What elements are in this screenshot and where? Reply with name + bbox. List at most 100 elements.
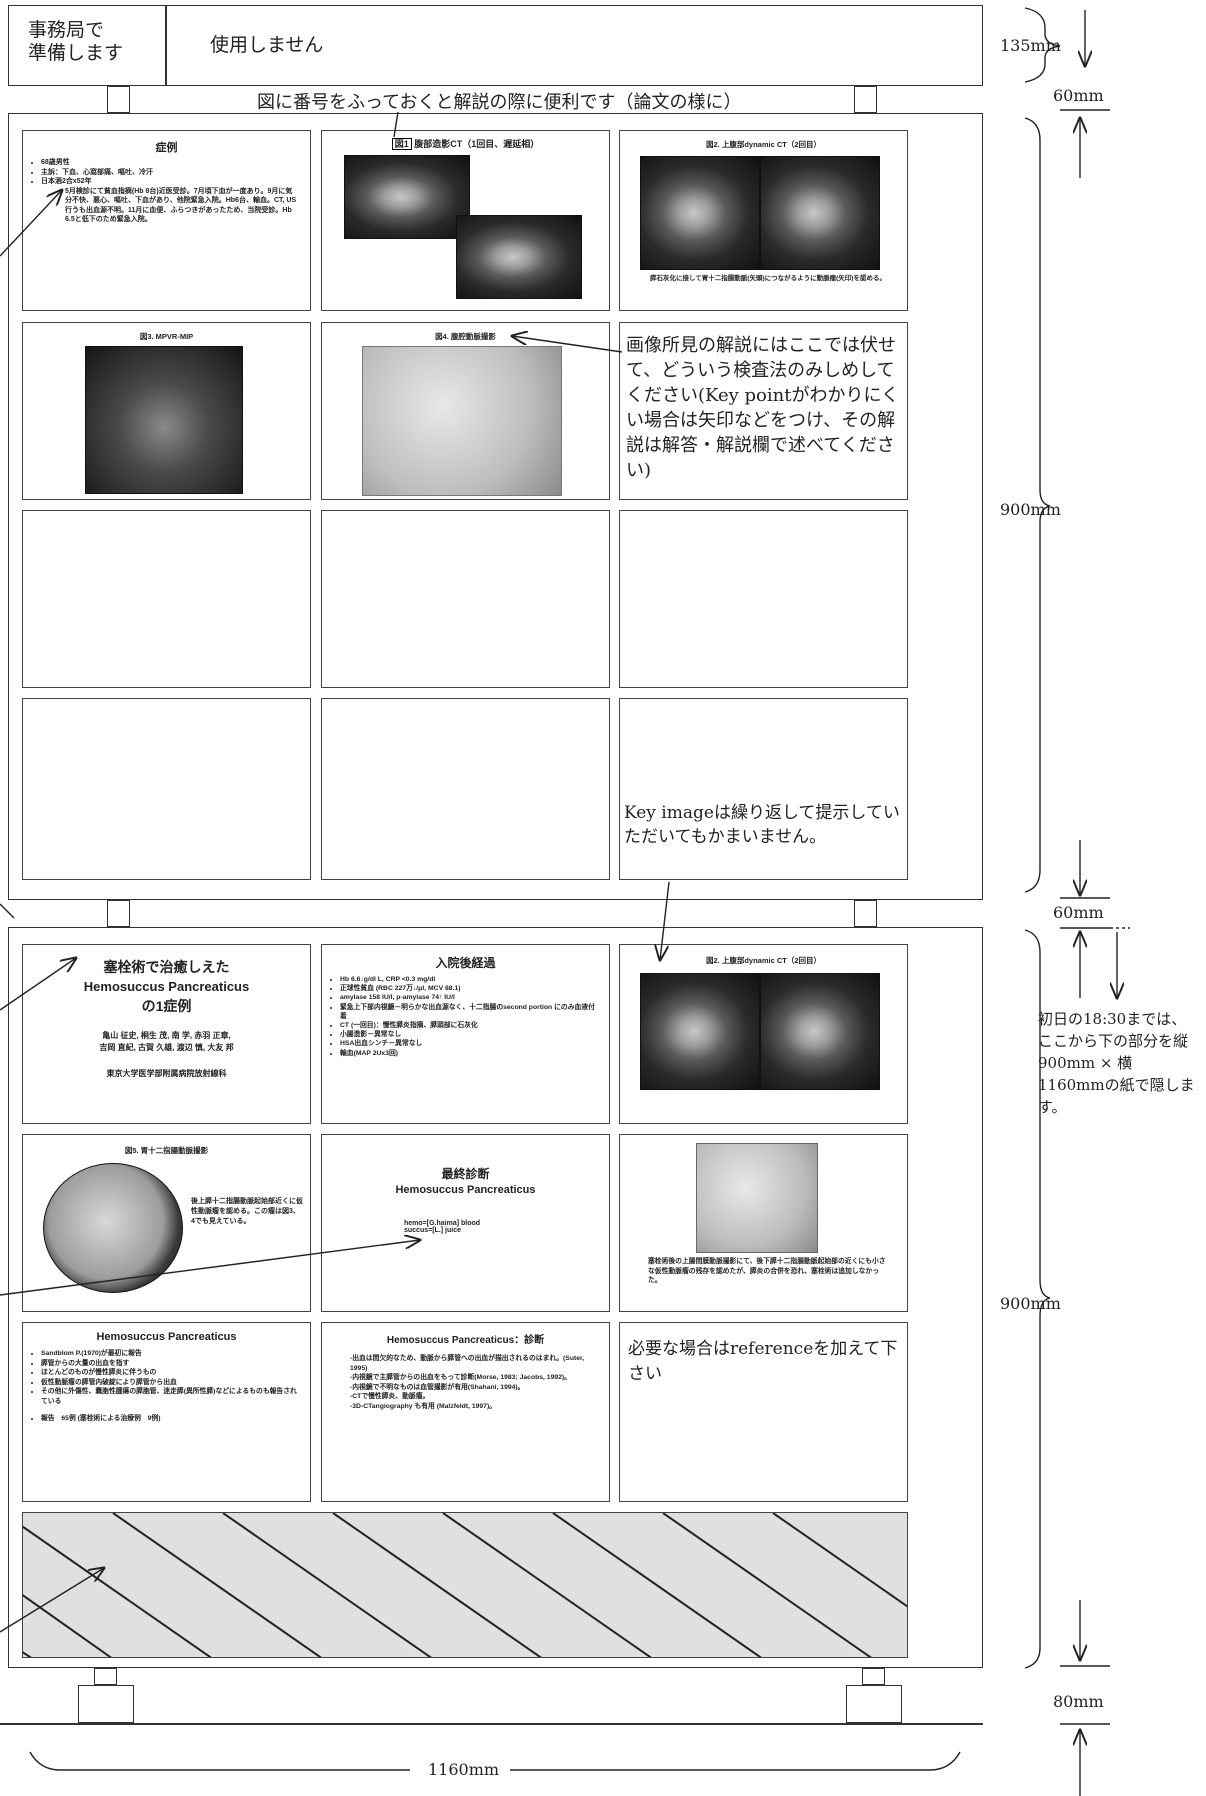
angio-image <box>696 1143 818 1253</box>
stand-foot <box>78 1685 134 1723</box>
panel-hp-diagnosis: Hemosuccus Pancreaticus：診断 -出血は間欠的なため、動脈… <box>321 1322 610 1502</box>
panel-empty <box>321 698 610 880</box>
panel-note-key: Key imageは繰り返して提示していただいてもかまいません。 <box>619 698 908 880</box>
panel-empty <box>22 510 311 688</box>
list-item: 仮性動脈瘤の膵管内破綻により膵管から出血 <box>41 1378 300 1388</box>
talk-title-1: 塞栓術で治癒しえた <box>103 959 230 975</box>
panel-fig1: 図1 腹部造影CT（1回目、遅延相） <box>321 130 610 311</box>
header-divider <box>165 5 167 86</box>
floor-line <box>0 1723 983 1725</box>
mip-image <box>85 346 243 494</box>
talk-title-3: の1症例 <box>141 998 192 1014</box>
affiliation: 東京大学医学部附属病院放射線科 <box>106 1069 227 1078</box>
case-body: 5月検診にて貧血指摘(Hb 8台)近医受診。7月頃下血が一度あり。9月に気分不快… <box>65 187 297 224</box>
list-item: 報告 65例 (塞栓術による治療例 9例) <box>41 1414 300 1424</box>
panel-title: 症例 <box>155 142 178 154</box>
etymology-1: hemo=[G.haima] blood <box>404 1220 481 1227</box>
panel-title: 入院後経過 <box>435 956 496 970</box>
list-item: -3D-CTangiography も有用 (Malzfeldt, 1997)。 <box>350 1402 497 1410</box>
list-item: 正球性貧血 (RBC 227万↓/μl, MCV 88.1) <box>340 984 599 993</box>
hide-note: 初日の18:30までは、ここから下の部分を縦900mm × 横1160mmの紙で… <box>1038 1010 1195 1116</box>
panel-fig5: 図5. 胃十二指腸動脈撮影 後上膵十二指腸動脈起始部近くに仮性動脈瘤を認める。こ… <box>22 1134 311 1312</box>
list-item: 日本酒2合x52年 <box>41 177 300 187</box>
ct-image <box>760 156 880 270</box>
etymology-2: succus=[L.] juice <box>404 1227 461 1234</box>
ct-image <box>344 155 470 239</box>
list-item: 主訴：下血、心窩部痛、嘔吐、冷汗 <box>41 168 300 178</box>
panel-empty <box>321 510 610 688</box>
panel-empty <box>619 510 908 688</box>
dim-60-top: 60mm <box>1053 86 1104 105</box>
panel-fig2: 図2. 上腹部dynamic CT（2回目） 膵石灰化に接して胃十二指腸動脈(矢… <box>619 130 908 311</box>
panel-post-embol: 塞栓術後の上腸間膜動脈撮影にて、後下膵十二指腸動脈起始部の近くにも小さな仮性動脈… <box>619 1134 908 1312</box>
panel-title: Hemosuccus Pancreaticus <box>96 1331 237 1343</box>
dim-60-mid: 60mm <box>1053 903 1104 922</box>
list-item: HSA出血シンチ－異常なし <box>340 1039 599 1048</box>
panel-course: 入院後経過 Hb 6.6↓g/dl L, CRP <0.3 mg/dl 正球性貧… <box>321 944 610 1124</box>
final-dx-title: 最終診断 <box>441 1167 490 1181</box>
panel-title: 図4. 腹腔動脈撮影 <box>435 332 496 341</box>
talk-title-2: Hemosuccus Pancreaticus <box>83 979 250 994</box>
list-item: amylase 158 IU/l, p-amylase 74↑ IU/l <box>340 993 599 1002</box>
fig-caption: 膵石灰化に接して胃十二指腸動脈(矢頭)につながるように動脈瘤(矢印)を認める。 <box>650 275 886 282</box>
list-item: -内視鏡で主膵管からの出血をもって診断(Morse, 1983; Jacobs,… <box>350 1374 571 1381</box>
header-box <box>8 5 983 86</box>
fig-title: 腹部造影CT（1回目、遅延相） <box>414 139 540 149</box>
fig-number: 図1 <box>391 138 412 150</box>
dim-900-bottom: 900mm <box>1000 1294 1061 1313</box>
panel-title: 図3. MPVR-MIP <box>139 332 194 341</box>
fig-caption: 塞栓術後の上腸間膜動脈撮影にて、後下膵十二指腸動脈起始部の近くにも小さな仮性動脈… <box>648 1258 886 1284</box>
angio-image <box>362 346 562 496</box>
list-item: Sandblom P.(1970)が最初に報告 <box>41 1349 300 1359</box>
panel-title: 図1 腹部造影CT（1回目、遅延相） <box>322 137 609 150</box>
ct-image <box>760 973 880 1090</box>
stand-foot-post <box>94 1668 117 1685</box>
final-dx-subtitle: Hemosuccus Pancreaticus <box>395 1184 536 1196</box>
list-item: 68歳男性 <box>41 158 300 168</box>
list-item: -出血は間欠的なため、動脈から膵管への出血が描出されるのはまれ。(Suter, … <box>350 1355 585 1372</box>
review-bullets: Sandblom P.(1970)が最初に報告 膵管からの大量の出血を指す ほと… <box>41 1349 300 1424</box>
ct-image <box>640 156 760 270</box>
panel-case: 症例 68歳男性 主訴：下血、心窩部痛、嘔吐、冷汗 日本酒2合x52年 5月検診… <box>22 130 311 311</box>
panel-fig3: 図3. MPVR-MIP <box>22 322 311 500</box>
list-item: 輸血(MAP 2Ux3回) <box>340 1049 599 1058</box>
image-note: 画像所見の解説にはここでは伏せて、どういう検査法のみしめしてください(Key p… <box>626 335 900 481</box>
panel-title: 図5. 胃十二指腸動脈撮影 <box>124 1146 209 1155</box>
ct-image <box>640 973 760 1090</box>
list-item: その他に外傷性、嚢胞性腫瘍の膵胞管、迷走膵(異所性膵)などによるものも報告されて… <box>41 1387 300 1406</box>
connector <box>854 900 877 927</box>
angio-image <box>43 1163 183 1293</box>
case-bullets: 68歳男性 主訴：下血、心窩部痛、嘔吐、冷汗 日本酒2合x52年 <box>41 158 300 187</box>
list-item: 緊急上下部内視鏡－明らかな出血源なく、十二指腸のsecond portion に… <box>340 1003 599 1021</box>
hatch-lines <box>23 1513 907 1657</box>
unused-label: 使用しません <box>210 34 324 56</box>
connector <box>107 900 130 927</box>
panel-title: Hemosuccus Pancreaticus：診断 <box>386 1335 545 1346</box>
panel-title: 図2. 上腹部dynamic CT（2回目） <box>705 140 822 149</box>
list-item: -内視鏡で不明なものは血管撮影が有用(Shahani, 1994)。 <box>350 1383 525 1391</box>
numbering-note: 図に番号をふっておくと解説の際に便利です（論文の様に） <box>257 92 742 113</box>
list-item: CT (一回目)：慢性膵炎指摘、膵頭部に石灰化 <box>340 1021 599 1030</box>
dim-80: 80mm <box>1053 1692 1104 1711</box>
list-item: -CTで慢性膵炎、動脈瘤。 <box>350 1393 430 1400</box>
list-item: ほとんどのものが慢性膵炎に伴うもの <box>41 1368 300 1378</box>
diagnosis-lines: -出血は間欠的なため、動脈から膵管への出血が描出されるのはまれ。(Suter, … <box>350 1354 599 1411</box>
panel-final-dx: 最終診断 Hemosuccus Pancreaticus hemo=[G.hai… <box>321 1134 610 1312</box>
panel-fig2-repeat: 図2. 上腹部dynamic CT（2回目） <box>619 944 908 1124</box>
panel-title: 図2. 上腹部dynamic CT（2回目） <box>705 956 822 965</box>
authors: 亀山 征史, 桐生 茂, 南 学, 赤羽 正章, 吉岡 直紀, 古賀 久雄, 渡… <box>99 1031 234 1052</box>
stand-foot-post <box>862 1668 885 1685</box>
connector <box>854 86 877 113</box>
reference-note: 必要な場合はreferenceを加えて下さい <box>628 1339 898 1384</box>
course-bullets: Hb 6.6↓g/dl L, CRP <0.3 mg/dl 正球性貧血 (RBC… <box>340 975 599 1058</box>
panel-empty <box>22 698 311 880</box>
dim-1160: 1160mm <box>422 1760 506 1779</box>
list-item: 小腸造影－異常なし <box>340 1030 599 1039</box>
panel-note-reference: 必要な場合はreferenceを加えて下さい <box>619 1322 908 1502</box>
hatched-area <box>22 1512 908 1658</box>
list-item: Hb 6.6↓g/dl L, CRP <0.3 mg/dl <box>340 975 599 984</box>
office-label: 事務局で 準備します <box>28 19 124 64</box>
ct-image <box>456 215 582 299</box>
panel-hp-review: Hemosuccus Pancreaticus Sandblom P.(1970… <box>22 1322 311 1502</box>
